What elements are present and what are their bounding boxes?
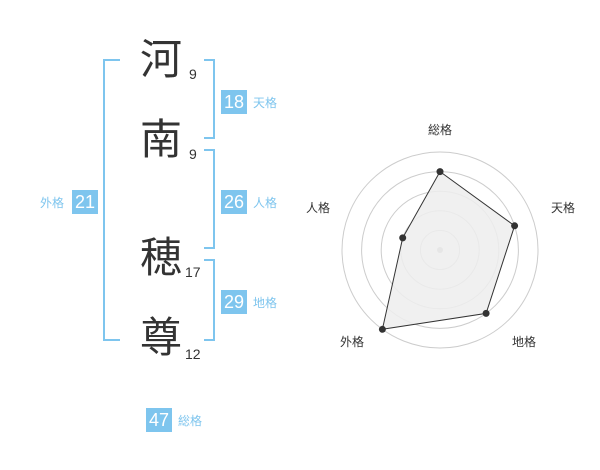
tenkaku-label: 天格 <box>253 96 278 110</box>
radar-points <box>378 168 519 333</box>
stroke-count-2: 9 <box>189 146 197 162</box>
radar-axis-label-jinkaku: 人格 <box>306 200 330 215</box>
name-char-2: 南 <box>140 115 183 164</box>
stroke-count-3: 17 <box>185 264 201 280</box>
soukaku-label: 総格 <box>178 414 203 428</box>
jinkaku-label: 人格 <box>253 196 278 210</box>
radar-area <box>381 170 516 330</box>
radar-point-3 <box>482 309 490 317</box>
radar-axis-label-gaikaku: 外格 <box>340 334 364 349</box>
name-char-3: 穂 <box>140 233 183 282</box>
jinkaku-badge: 26 <box>221 190 247 214</box>
radar-ring-5 <box>341 151 539 349</box>
tenkaku-bracket <box>204 59 215 139</box>
radar-point-5 <box>399 234 407 242</box>
name-char-1: 河 <box>140 35 183 84</box>
gaikaku-label: 外格 <box>40 196 65 210</box>
gaikaku-badge: 21 <box>72 190 98 214</box>
tenkaku-badge: 18 <box>221 90 247 114</box>
radar-point-4 <box>378 325 386 333</box>
radar-point-1 <box>436 168 444 176</box>
stroke-count-1: 9 <box>189 66 197 82</box>
chikaku-label: 地格 <box>253 296 278 310</box>
gaikaku-bracket <box>103 59 120 341</box>
radar-axis-label-chikaku: 地格 <box>512 334 536 349</box>
radar-axis-label-soukaku: 総格 <box>428 122 452 137</box>
stroke-count-4: 12 <box>185 346 201 362</box>
name-char-4: 尊 <box>140 313 183 362</box>
soukaku-badge: 47 <box>146 408 172 432</box>
radar-point-2 <box>511 222 519 230</box>
chikaku-badge: 29 <box>221 290 247 314</box>
chikaku-bracket <box>204 259 215 341</box>
jinkaku-bracket <box>204 149 215 249</box>
radar-axis-label-tenkaku: 天格 <box>551 200 575 215</box>
